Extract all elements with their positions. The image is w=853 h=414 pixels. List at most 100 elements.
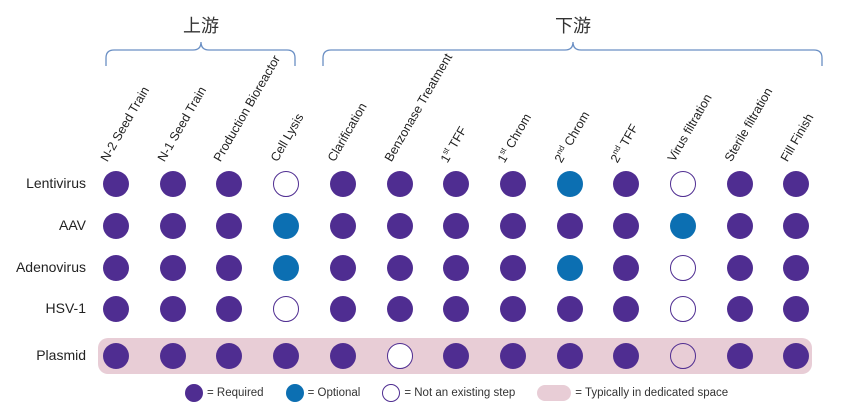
row-label: Plasmid — [36, 347, 86, 363]
required-dot — [329, 213, 356, 239]
required-dot — [216, 343, 243, 369]
column-header: 1st Chrom — [494, 111, 534, 165]
required-dot — [726, 255, 753, 281]
row-label: AAV — [59, 217, 86, 233]
column-header: Sterile filtration — [721, 85, 776, 164]
required-dot — [386, 171, 413, 197]
required-dot — [443, 171, 470, 197]
legend-optional: = Optional — [285, 384, 361, 402]
required-dot — [443, 296, 470, 322]
optional-dot — [273, 255, 300, 281]
required-dot — [103, 343, 129, 369]
column-header: Fill Finish — [778, 111, 817, 164]
legend-none-label: = Not an existing step — [404, 387, 516, 399]
none-dot — [273, 296, 300, 322]
required-dot — [556, 343, 583, 369]
column-header: N-1 Seed Train — [154, 84, 209, 164]
group-brackets — [105, 41, 823, 66]
downstream-bracket — [322, 41, 823, 66]
column-header: 2nd TFF — [607, 121, 641, 165]
downstream-label: 下游 — [555, 16, 591, 37]
required-dot — [159, 171, 186, 197]
required-dot — [103, 296, 129, 322]
row-label: HSV-1 — [45, 300, 86, 316]
required-dot — [329, 343, 356, 369]
required-dot — [216, 213, 243, 239]
required-dot — [499, 343, 526, 369]
column-header: N-2 Seed Train — [97, 84, 153, 164]
column-header: Virus filtration — [664, 91, 715, 164]
required-dot — [556, 213, 583, 239]
required-dot — [499, 296, 526, 322]
optional-dot — [273, 213, 300, 239]
required-dot — [499, 213, 526, 239]
required-dot — [159, 213, 186, 239]
required-dot — [159, 343, 186, 369]
required-dot — [613, 171, 640, 197]
dedicated-swatch-icon — [537, 385, 572, 401]
none-dot — [670, 171, 696, 197]
required-dot — [443, 343, 470, 369]
required-dot — [783, 296, 810, 322]
required-dot — [613, 296, 640, 322]
required-dot — [783, 171, 810, 197]
required-dot — [613, 343, 640, 369]
column-header: 1st TFF — [437, 124, 470, 165]
required-dot — [613, 213, 640, 239]
upstream-bracket — [105, 41, 296, 66]
required-dot — [216, 171, 243, 197]
none-dot — [670, 255, 696, 281]
legend-optional-label: = Optional — [307, 387, 361, 399]
optional-swatch-icon — [285, 384, 304, 402]
row-label: Lentivirus — [26, 175, 86, 191]
required-swatch-icon — [185, 384, 203, 402]
required-dot — [443, 255, 470, 281]
required-dot — [329, 255, 356, 281]
column-header-suffix: Chrom — [501, 111, 534, 154]
column-header-suffix: Chrom — [559, 108, 593, 152]
column-header: Clarification — [324, 100, 370, 164]
legend-none: = Not an existing step — [382, 384, 515, 402]
required-dot — [556, 296, 583, 322]
none-dot — [386, 343, 413, 369]
column-header: Cell Lysis — [267, 111, 307, 164]
required-dot — [726, 343, 753, 369]
required-dot — [613, 255, 640, 281]
column-header-suffix: TFF — [444, 124, 470, 154]
required-dot — [726, 296, 753, 322]
required-dot — [329, 296, 356, 322]
row-label: Adenovirus — [15, 259, 86, 275]
required-dot — [726, 213, 753, 239]
legend-required-label: = Required — [207, 387, 264, 399]
required-dot — [216, 255, 243, 281]
required-dot — [216, 296, 243, 322]
optional-dot — [556, 171, 583, 197]
upstream-label: 上游 — [183, 16, 219, 37]
legend-required: = Required — [185, 384, 264, 402]
required-dot — [386, 255, 413, 281]
required-dot — [273, 343, 300, 369]
required-dot — [783, 255, 810, 281]
column-header-suffix: TFF — [616, 121, 642, 152]
optional-dot — [556, 255, 583, 281]
required-dot — [103, 213, 129, 239]
required-dot — [443, 213, 470, 239]
legend: = Required = Optional = Not an existing … — [185, 382, 750, 404]
required-dot — [103, 255, 129, 281]
none-dot — [670, 296, 696, 322]
required-dot — [159, 255, 186, 281]
required-dot — [726, 171, 753, 197]
required-dot — [499, 255, 526, 281]
optional-dot — [670, 213, 696, 239]
none-dot — [273, 171, 300, 197]
required-dot — [386, 213, 413, 239]
column-header: 2nd Chrom — [550, 108, 592, 165]
required-dot — [783, 343, 810, 369]
required-dot — [783, 213, 810, 239]
required-dot — [386, 296, 413, 322]
required-dot — [159, 296, 186, 322]
legend-dedicated: = Typically in dedicated space — [537, 385, 728, 401]
required-dot — [499, 171, 526, 197]
required-dot — [103, 171, 129, 197]
